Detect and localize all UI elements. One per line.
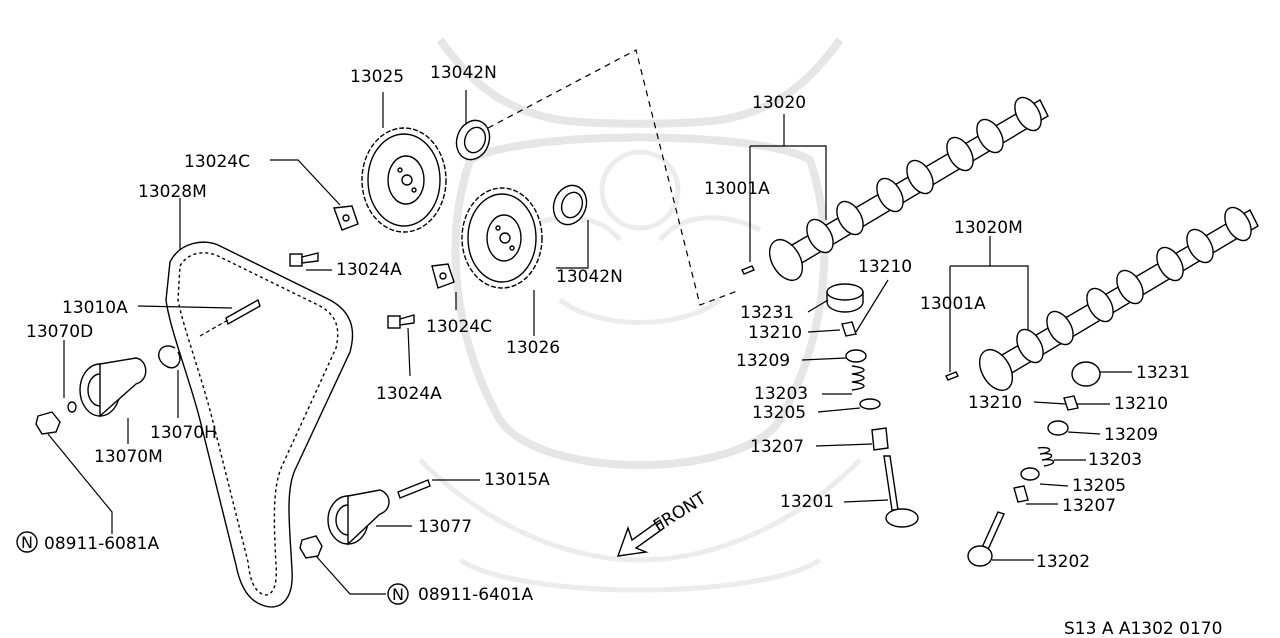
label-13010a: 13010A: [62, 298, 128, 318]
nut-08911-6081a: [35, 411, 61, 435]
valve-13202: [967, 511, 1005, 567]
label-13210-left: 13210: [748, 323, 802, 343]
stud-13010a: [199, 298, 261, 337]
pin-13001a-right: [945, 371, 959, 381]
n-badge-circle-1: [16, 531, 38, 553]
valve-lifter-13231-right: [1071, 361, 1101, 387]
label-13024a-top: 13024A: [336, 260, 402, 280]
label-13203-right: 13203: [1088, 450, 1142, 470]
label-13024c-top: 13024C: [184, 152, 250, 172]
label-13207-left: 13207: [750, 437, 804, 457]
retainer-13209-right: [1047, 420, 1069, 436]
front-arrow-icon: [616, 518, 665, 557]
label-13026: 13026: [506, 338, 560, 358]
label-13209-left: 13209: [736, 351, 790, 371]
label-13001a-right: 13001A: [920, 294, 986, 314]
watermark-helmet: [418, 37, 862, 593]
washer-13070d: [67, 401, 77, 413]
label-13024a-mid: 13024A: [376, 384, 442, 404]
spring-13203-left: [851, 365, 865, 391]
seat-13205-left: [859, 398, 881, 410]
label-13025: 13025: [350, 67, 404, 87]
retainer-13209-left: [845, 349, 867, 363]
label-13205-right: 13205: [1072, 476, 1126, 496]
nut-08911-6401a: [299, 535, 323, 559]
seat-13205-right: [1020, 467, 1040, 481]
label-13015a: 13015A: [484, 470, 550, 490]
label-08911-6401a: 08911-6401A: [418, 585, 533, 605]
seal-13207-right: [1013, 485, 1029, 503]
label-13202: 13202: [1036, 552, 1090, 572]
camshaft-13020m: [978, 206, 1259, 391]
plate-13024c-mid: [431, 263, 455, 289]
oil-seal-13042n-top: [455, 119, 491, 161]
label-13210-r2: 13210: [1114, 394, 1168, 414]
cam-sprocket-13026: [461, 187, 543, 289]
label-13203-left: 13203: [754, 384, 808, 404]
label-13070h: 13070H: [150, 423, 217, 443]
label-front: FRONT: [650, 488, 710, 536]
spring-13070h: [158, 345, 181, 369]
label-13207-right: 13207: [1062, 496, 1116, 516]
bolt-13024a-mid: [387, 314, 415, 329]
plate-13024c-top: [333, 205, 359, 231]
label-13077: 13077: [418, 517, 472, 537]
valve-lifter-13231-left: [826, 283, 864, 313]
collet-13210-left: [841, 321, 857, 337]
dashed-reference-line: [487, 49, 741, 306]
timing-belt-13028m: [165, 241, 354, 608]
footer-diagram-code: S13 A A1302 0170: [1064, 619, 1222, 638]
label-13231-right: 13231: [1136, 363, 1190, 383]
label-08911-6081a: 08911-6081A: [44, 534, 159, 554]
label-13042n-mid: 13042N: [556, 267, 623, 287]
label-13020: 13020: [752, 93, 806, 113]
camshaft-13020: [768, 96, 1049, 281]
label-13042n-top: 13042N: [430, 63, 497, 83]
label-13210-r1: 13210: [968, 393, 1022, 413]
valve-13201: [883, 455, 919, 528]
label-n-badge-2: N: [392, 585, 404, 604]
n-badge-circle-2: [387, 583, 409, 605]
tensioner-pulley-13070m: [79, 357, 147, 418]
label-13201: 13201: [780, 492, 834, 512]
pin-13001a-top: [741, 265, 755, 275]
stud-13015a: [397, 479, 431, 499]
spring-13203-right: [1037, 446, 1055, 467]
label-13020m: 13020M: [954, 218, 1023, 238]
label-13231-left: 13231: [740, 303, 794, 323]
label-13209-right: 13209: [1104, 425, 1158, 445]
label-13001a-top: 13001A: [704, 179, 770, 199]
idler-pulley-13077: [327, 489, 390, 546]
cam-sprocket-13025: [361, 127, 447, 233]
label-13024c-mid: 13024C: [426, 317, 492, 337]
label-13205-left: 13205: [752, 403, 806, 423]
label-n-badge-1: N: [21, 533, 33, 552]
leader-lines: [47, 90, 1132, 595]
bolt-13024a-top: [289, 252, 319, 267]
label-13210-top: 13210: [858, 257, 912, 277]
label-13070m: 13070M: [94, 447, 163, 467]
part-labels: 13025 13042N 13020 13024C 13028M 13001A …: [16, 63, 1222, 638]
oil-seal-13042n-mid: [552, 184, 588, 226]
seal-13207-left: [871, 427, 889, 451]
label-13070d: 13070D: [26, 322, 93, 342]
collet-13210-right: [1063, 395, 1079, 411]
label-13028m: 13028M: [138, 182, 207, 202]
